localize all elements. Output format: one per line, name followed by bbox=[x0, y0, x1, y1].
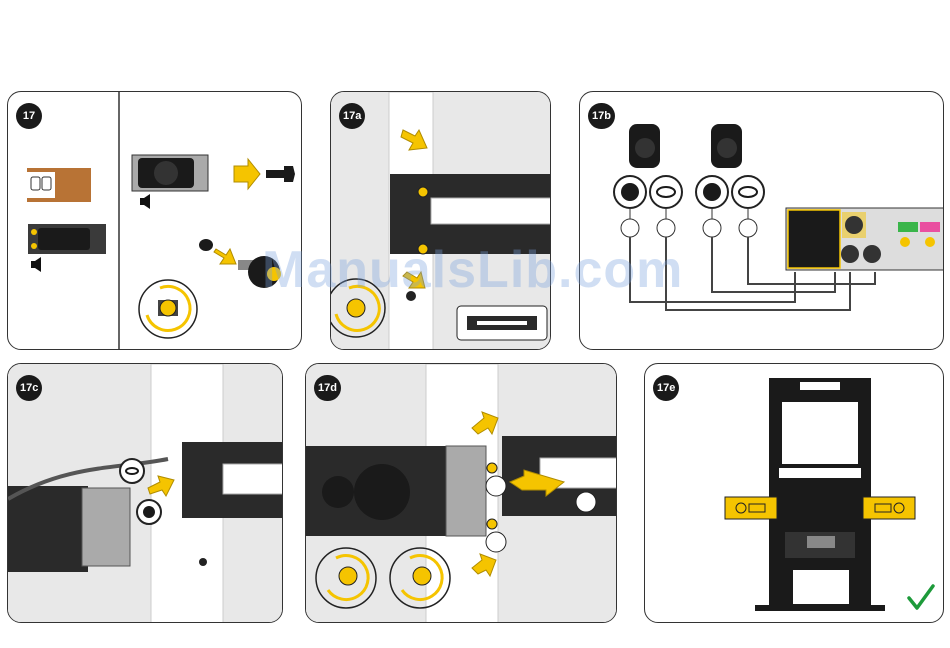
connector-icon bbox=[650, 176, 682, 208]
step-17d-panel: 17d bbox=[305, 363, 617, 623]
bracket-icon bbox=[725, 497, 777, 519]
step-17e-panel: 17e bbox=[644, 363, 944, 623]
step-17c-illustration bbox=[8, 364, 283, 623]
connector-icon bbox=[120, 459, 144, 483]
step-17b-illustration bbox=[580, 92, 944, 350]
checkmark-icon bbox=[909, 586, 933, 608]
step-badge: 17 bbox=[16, 103, 42, 129]
rotate-icon bbox=[139, 280, 197, 338]
step-17a-panel: 17a bbox=[330, 91, 551, 350]
connector-icon bbox=[696, 176, 728, 208]
knob-icon bbox=[238, 256, 281, 288]
speaker-icon bbox=[629, 124, 660, 168]
step-badge: 17b bbox=[588, 103, 615, 129]
speaker-icon bbox=[711, 124, 742, 168]
step-17a-illustration bbox=[331, 92, 551, 350]
screw-icon bbox=[266, 166, 295, 182]
connector-icon bbox=[137, 500, 161, 524]
step-17e-illustration bbox=[645, 364, 944, 623]
step-badge: 17d bbox=[314, 375, 341, 401]
arrow-icon bbox=[234, 159, 260, 189]
connector-icon bbox=[614, 176, 646, 208]
step-17b-panel: 17b bbox=[579, 91, 944, 350]
power-outlet-icon bbox=[27, 168, 91, 202]
amplifier-icon bbox=[28, 224, 106, 254]
step-17d-illustration bbox=[306, 364, 617, 623]
speaker-icon bbox=[31, 257, 41, 272]
connector-icon bbox=[732, 176, 764, 208]
speaker-icon bbox=[140, 194, 150, 209]
step-17-illustration bbox=[8, 92, 302, 350]
step-17-panel: 17 bbox=[7, 91, 302, 350]
step-17c-panel: 17c bbox=[7, 363, 283, 623]
arrow-icon bbox=[214, 249, 236, 264]
bracket-icon bbox=[863, 497, 915, 519]
